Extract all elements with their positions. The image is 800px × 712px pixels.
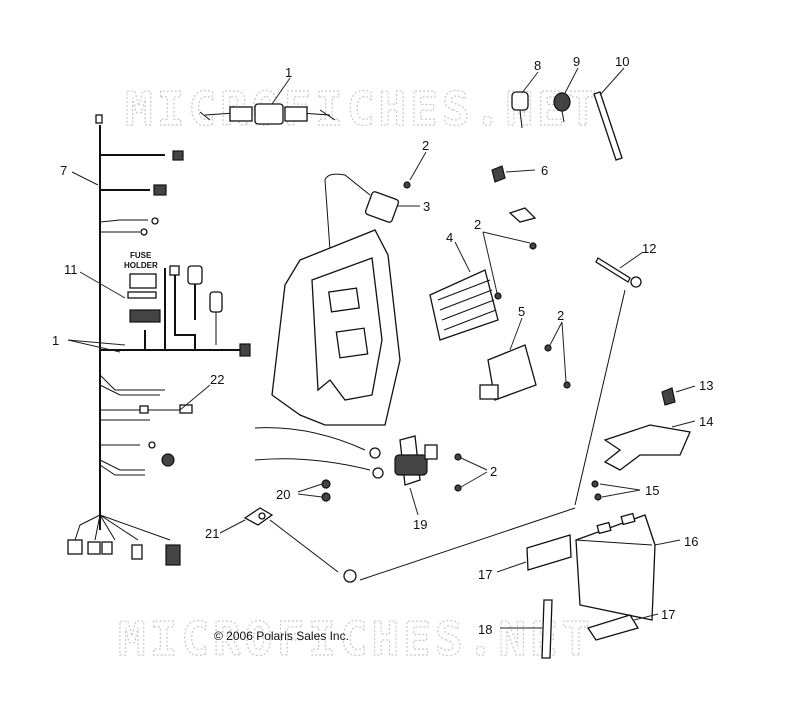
part-3-relay (324, 173, 400, 251)
callout-19: 19 (413, 517, 427, 532)
callout-12: 12 (642, 241, 656, 256)
callout-15: 15 (645, 483, 659, 498)
watermark-top: MICROFICHES.NET (125, 82, 600, 136)
callout-20: 20 (276, 487, 290, 502)
callout-2-center: 2 (474, 217, 481, 232)
watermark-bottom: MICROFICHES.NET (118, 612, 593, 666)
callout-16: 16 (684, 534, 698, 549)
callout-17-left: 17 (478, 567, 492, 582)
callout-17-right: 17 (661, 607, 675, 622)
callout-8: 8 (534, 58, 541, 73)
callout-3: 3 (423, 199, 430, 214)
callout-2-right: 2 (557, 308, 564, 323)
part-16-battery (575, 512, 656, 621)
callout-2-top: 2 (422, 138, 429, 153)
fuse-holder-label-2: HOLDER (124, 261, 158, 270)
callout-1-top: 1 (285, 65, 292, 80)
part-9-cap (553, 92, 571, 123)
callout-14: 14 (699, 414, 713, 429)
console-bracket (271, 229, 401, 426)
callout-6: 6 (541, 163, 548, 178)
part-1-harness-connector (199, 103, 336, 125)
callout-9: 9 (573, 54, 580, 69)
copyright-text: © 2006 Polaris Sales Inc. (214, 629, 349, 643)
part-19-solenoid (394, 435, 438, 486)
callout-2-bottom: 2 (490, 464, 497, 479)
callout-1-left: 1 (52, 333, 59, 348)
part-7-main-harness (67, 114, 251, 566)
part-8-switch (511, 91, 529, 129)
part-5-cdi-box (479, 344, 537, 401)
callout-10: 10 (615, 54, 629, 69)
fuse-holder-label-1: FUSE (130, 251, 152, 260)
callout-11: 11 (64, 262, 78, 277)
callout-18: 18 (478, 622, 492, 637)
part-4-regulator (429, 269, 499, 341)
callout-5: 5 (518, 304, 525, 319)
part-11-fuse-holder: FUSE HOLDER (124, 251, 161, 323)
callout-7: 7 (60, 163, 67, 178)
callout-22: 22 (210, 372, 224, 387)
callout-21: 21 (205, 526, 219, 541)
callout-4: 4 (446, 230, 453, 245)
callout-13: 13 (699, 378, 713, 393)
